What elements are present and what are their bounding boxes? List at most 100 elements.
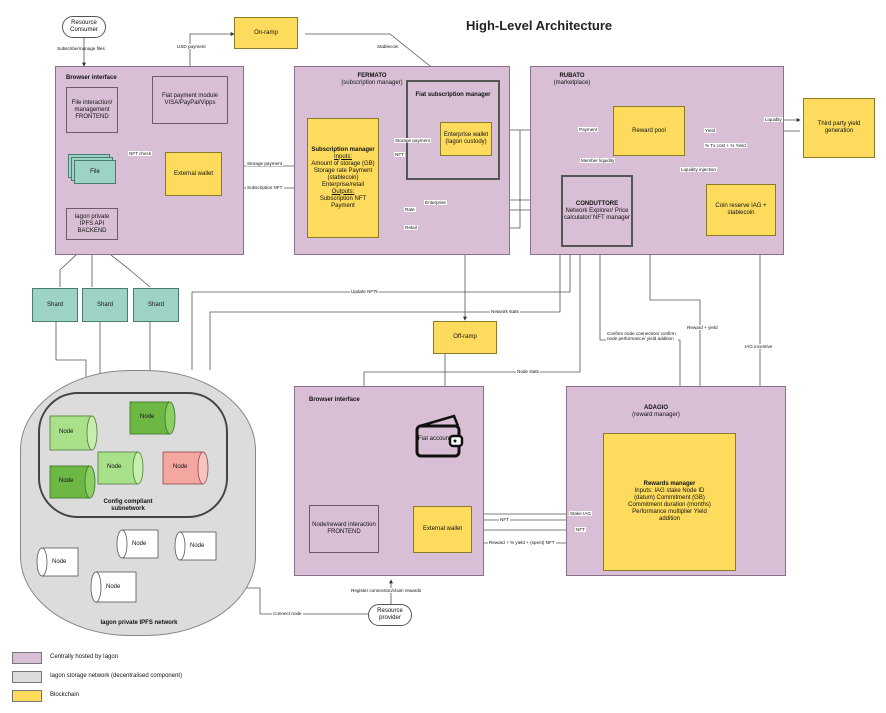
member-liquidity-label: Member liquidity bbox=[580, 158, 616, 163]
sub-inputs: Amount of storage (GB) Storage rate Paym… bbox=[311, 160, 375, 188]
resource-provider: Resource provider bbox=[368, 604, 412, 626]
network-stats-label: Network stats bbox=[490, 309, 520, 314]
register-label: Register connection/claim rewards bbox=[350, 588, 423, 593]
subscription-manager-title: Subscription manager bbox=[311, 146, 375, 153]
rewards-manager-title: Rewards manager bbox=[643, 481, 696, 487]
shard-3-label: Shard bbox=[147, 302, 164, 308]
external-wallet-bottom-label: External wallet bbox=[422, 526, 463, 532]
coin-reserve-label: Coin reserve IAG + stablecoin bbox=[715, 203, 767, 216]
coin-reserve: Coin reserve IAG + stablecoin bbox=[706, 184, 776, 236]
legend-label-2: Blockchain bbox=[50, 692, 80, 698]
legend-swatch-2 bbox=[12, 690, 42, 702]
node-cyl-4 bbox=[49, 465, 96, 499]
reward-yield-label: Reward + yield bbox=[686, 325, 719, 330]
enterprise-wallet: Enterprise wallet (Iagon custody) bbox=[440, 122, 492, 156]
storage-payment-label-2: Storage payment bbox=[394, 138, 431, 143]
shard-2-label: Shard bbox=[96, 302, 113, 308]
file-interaction-box: File interaction/ management FRONTEND bbox=[66, 87, 118, 133]
third-party-yield: Third party yield generation bbox=[803, 98, 875, 158]
legend-swatch-1 bbox=[12, 671, 42, 683]
conduttore-title: CONDUTTORE bbox=[575, 200, 619, 207]
file-label: File bbox=[90, 169, 100, 175]
enterprise-label: Enterprise bbox=[424, 200, 447, 205]
rubato-subtitle: (marketplace) bbox=[553, 80, 591, 86]
resource-consumer: Resource Consumer bbox=[62, 16, 106, 38]
node-label-7: Node bbox=[190, 543, 205, 549]
external-wallet-top-label: External wallet bbox=[173, 170, 214, 177]
file-doc: File bbox=[74, 160, 116, 184]
usd-payment-label: USD payment bbox=[176, 44, 207, 49]
ipfs-api-box: Iagon private IPFS API BACKEND bbox=[66, 208, 118, 240]
rate-label: Rate bbox=[404, 207, 416, 212]
on-ramp-label: On-ramp bbox=[254, 29, 278, 36]
yield-label: Yield bbox=[704, 128, 717, 133]
liquidity-injection-label: Liquidity injection bbox=[680, 167, 717, 172]
node-reward-frontend: Node/reward interaction FRONTEND bbox=[309, 505, 379, 553]
adagio-subtitle: (reward manager) bbox=[632, 412, 680, 418]
node-cyl-8 bbox=[36, 547, 79, 577]
reward-pool: Reward pool bbox=[613, 106, 685, 156]
node-label-8: Node bbox=[52, 559, 67, 565]
reward-pool-label: Reward pool bbox=[632, 127, 666, 134]
node-label-3: Node bbox=[107, 464, 122, 470]
shard-2: Shard bbox=[82, 288, 128, 322]
fiat-payment-label: Fiat payment module VISA/PayPal/Vipps bbox=[161, 93, 219, 106]
resource-consumer-label: Resource Consumer bbox=[70, 20, 98, 33]
shard-1-label: Shard bbox=[46, 302, 63, 308]
liquidity-label: Liquidity bbox=[764, 117, 783, 122]
external-wallet-bottom: External wallet bbox=[413, 506, 472, 553]
nft-check-label: NFT check bbox=[128, 151, 153, 156]
stake-iag-label: Stake IAG bbox=[569, 511, 592, 516]
node-cyl-1 bbox=[49, 415, 98, 451]
fermato-title: FERMATO bbox=[357, 73, 387, 79]
legend-swatch-0 bbox=[12, 652, 42, 664]
node-cyl-9 bbox=[90, 571, 137, 603]
fermato-title-wrap: FERMATO (subscription manager) bbox=[235, 73, 509, 87]
sub-inputs-heading: Inputs: bbox=[333, 153, 352, 160]
fiat-payment-module: Fiat payment module VISA/PayPal/Vipps bbox=[152, 76, 228, 124]
storage-payment-label-1: Storage payment bbox=[246, 161, 283, 166]
node-label-5: Node bbox=[173, 464, 188, 470]
node-label-1: Node bbox=[59, 429, 74, 435]
third-party-label: Third party yield generation bbox=[817, 121, 861, 134]
nft-label-b: NFT bbox=[575, 527, 586, 532]
config-subnetwork bbox=[38, 392, 228, 518]
node-cyl-5 bbox=[162, 451, 209, 485]
fiat-sub-title: Fiat subscription manager bbox=[415, 92, 491, 98]
wallet-icon bbox=[415, 414, 464, 458]
network-label: Iagon private IPFS network bbox=[100, 620, 178, 626]
reward-spent-label: Reward + % yield + (spent) NFT bbox=[488, 540, 556, 545]
fiat-account: Fiat account bbox=[414, 414, 466, 460]
subscription-manager: Subscription manager Inputs: Amount of s… bbox=[307, 118, 379, 238]
stablecoin-label: Stablecoin bbox=[376, 44, 400, 49]
node-label-4: Node bbox=[59, 478, 74, 484]
nft-label-a: NFT bbox=[499, 517, 510, 522]
rubato-title-wrap: RUBATO (marketplace) bbox=[361, 73, 783, 87]
update-nfts-label: Update NFTs bbox=[350, 289, 379, 294]
subscription-nft-label: Subscription NFT bbox=[246, 185, 284, 190]
conduttore-body: Network Explorer/ Price calculator/ NFT … bbox=[564, 207, 630, 221]
node-label-2: Node bbox=[140, 414, 155, 420]
nft-label-fermato: NFT bbox=[394, 152, 405, 157]
rewards-manager: Rewards manager Inputs: IAG stake Node I… bbox=[603, 433, 736, 571]
legend-label-1: Iagon storage network (decentralised com… bbox=[50, 673, 183, 679]
browser-top-title: Browser interface bbox=[66, 75, 117, 81]
iag-incentive-label: IAG incentive bbox=[744, 344, 774, 349]
subscribe-label: Subscribe/manage files bbox=[57, 46, 105, 51]
fiat-account-label: Fiat account bbox=[418, 436, 451, 442]
external-wallet-top: External wallet bbox=[165, 152, 222, 196]
connect-node-label: Connect node bbox=[272, 611, 303, 616]
node-cyl-6 bbox=[116, 529, 159, 559]
retail-label: Retail bbox=[404, 225, 418, 230]
adagio-title-wrap: ADAGIO (reward manager) bbox=[527, 405, 785, 419]
node-reward-label: Node/reward interaction FRONTEND bbox=[312, 522, 376, 535]
shard-3: Shard bbox=[133, 288, 179, 322]
file-interaction-label: File interaction/ management FRONTEND bbox=[71, 99, 113, 120]
adagio-title: ADAGIO bbox=[644, 405, 668, 411]
shard-1: Shard bbox=[32, 288, 78, 322]
enterprise-wallet-label: Enterprise wallet (Iagon custody) bbox=[443, 132, 489, 145]
legend-label-0: Centrally hosted by Iagon bbox=[50, 654, 119, 660]
on-ramp: On-ramp bbox=[234, 17, 298, 49]
fermato-subtitle: (subscription manager) bbox=[341, 80, 403, 86]
